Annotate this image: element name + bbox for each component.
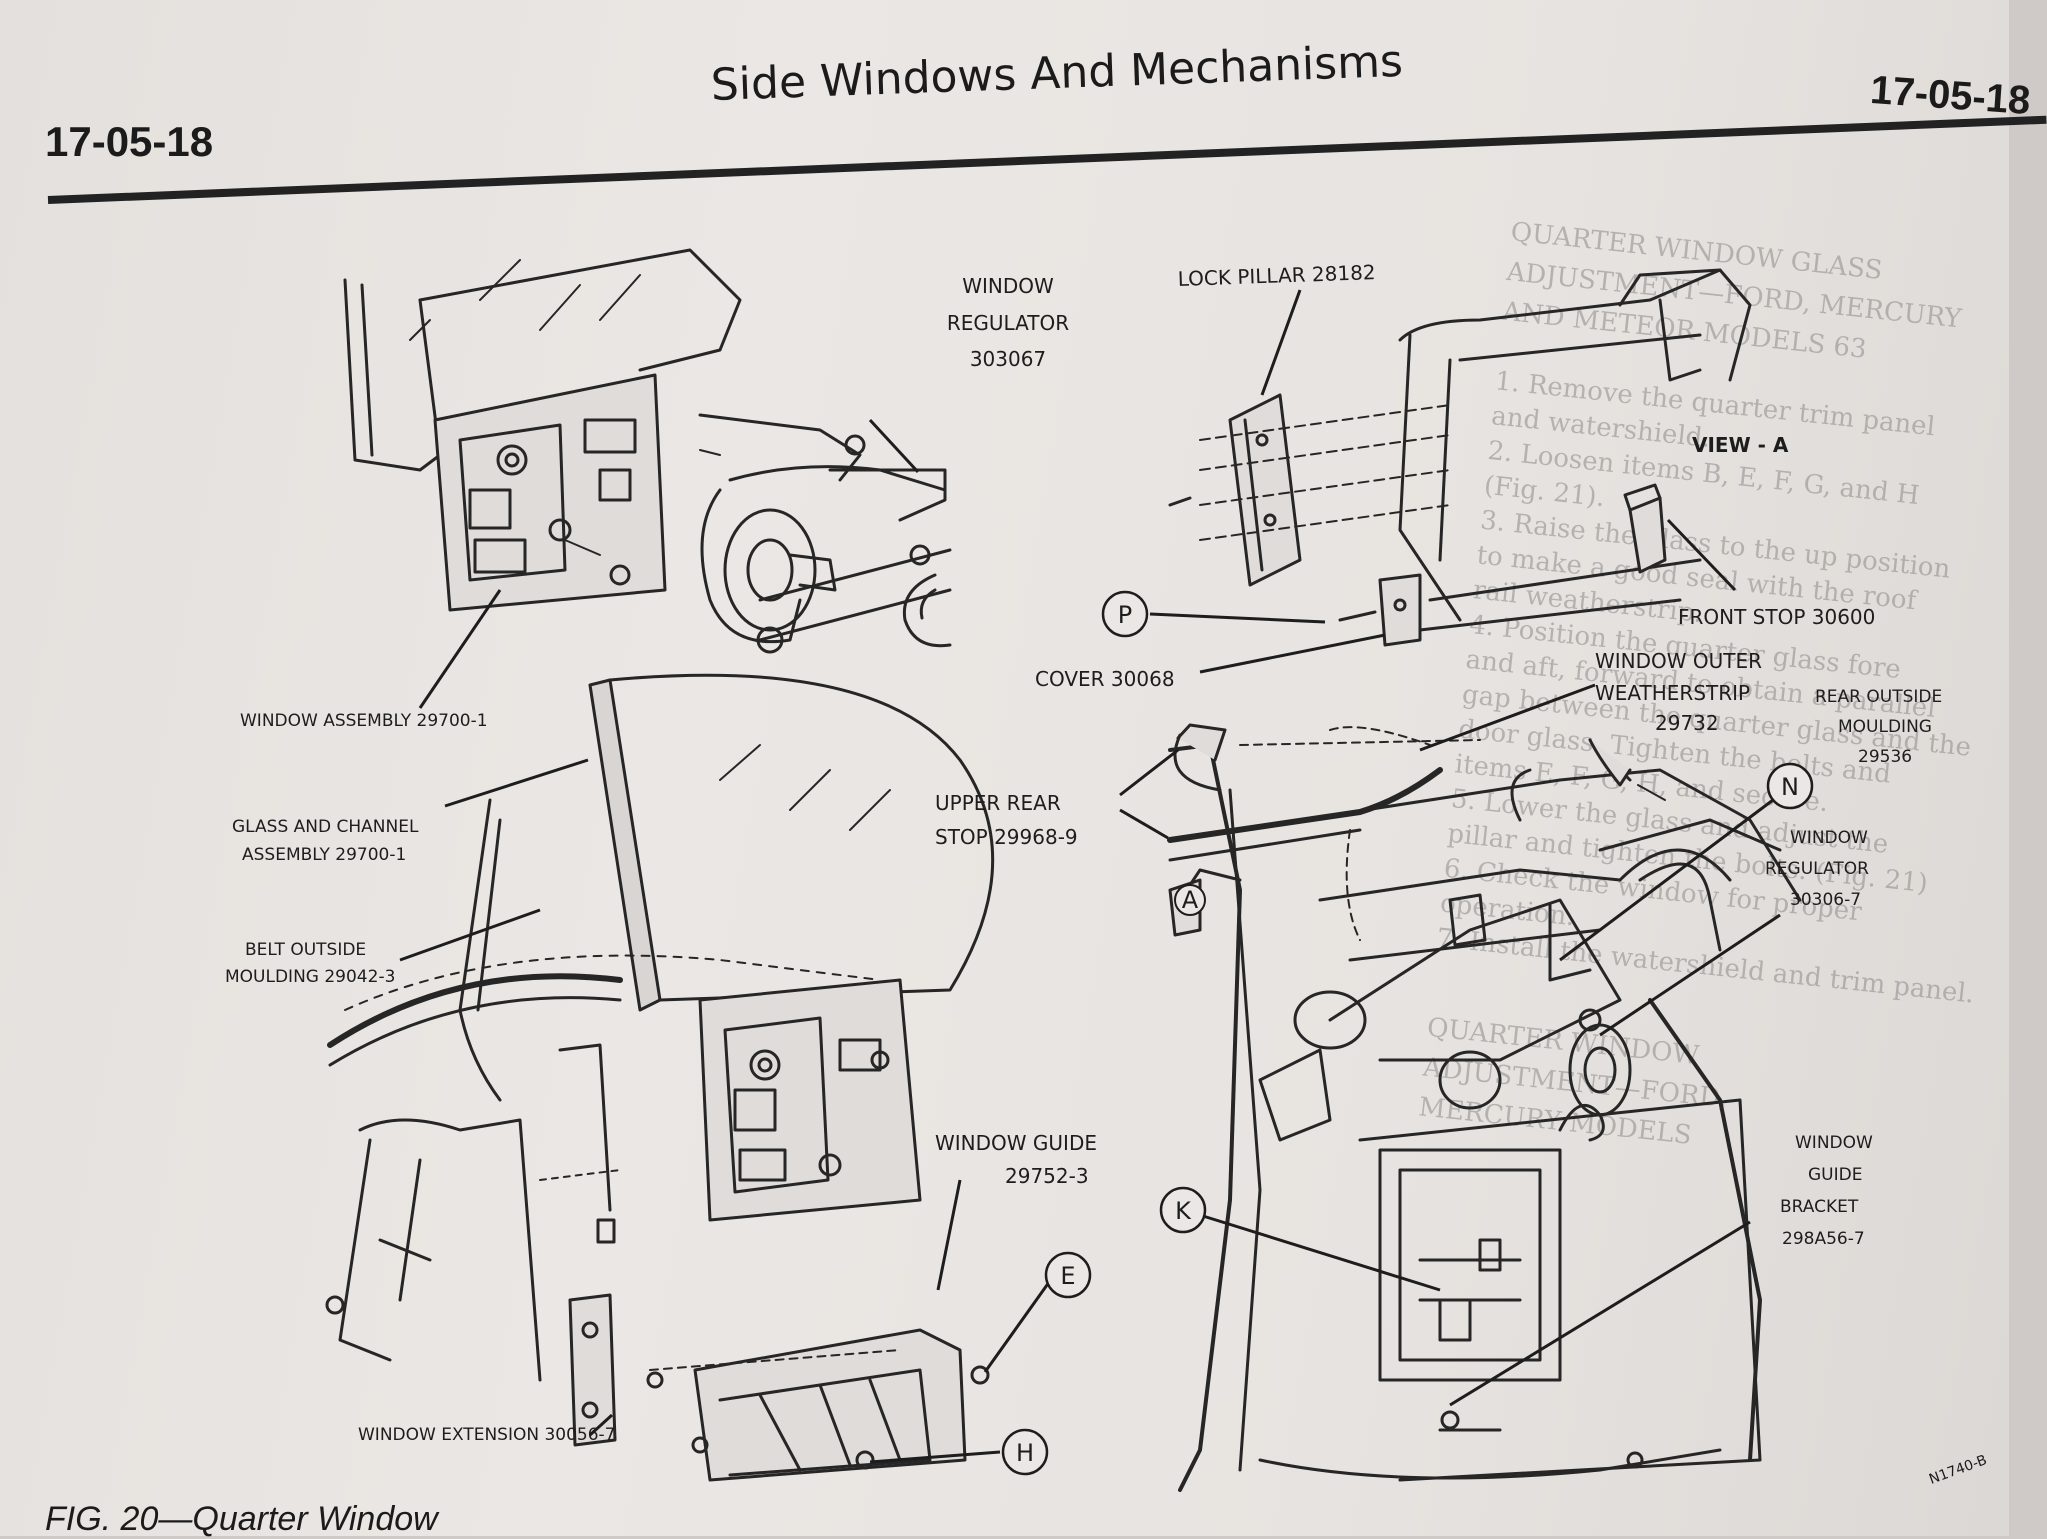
exploded-diagram: QUARTER WINDOW GLASS ADJUSTMENT—FORD, ME… — [225, 217, 1976, 1492]
label-line: 303067 — [970, 347, 1046, 371]
label-line: REAR OUTSIDE — [1815, 687, 1942, 707]
callout-n: N — [1766, 762, 1814, 810]
callout-labels: WINDOW REGULATOR 303067 LOCK PILLAR 2818… — [225, 260, 1942, 1445]
label-upper-rear-stop: UPPER REAR STOP 29968-9 — [935, 791, 1078, 849]
callout-a-letter: A — [1182, 886, 1199, 914]
leader-lock-pillar — [1260, 289, 1302, 396]
callout-k-letter: K — [1175, 1197, 1192, 1225]
label-line: 29536 — [1858, 747, 1912, 767]
callout-n-letter: N — [1781, 773, 1799, 801]
leader-h — [869, 1450, 1001, 1464]
label-line: WINDOW GUIDE — [935, 1131, 1097, 1155]
label-line: 29732 — [1655, 711, 1719, 735]
letter-callouts: P N A K E H — [1001, 590, 1814, 1476]
label-line: GUIDE — [1808, 1165, 1862, 1185]
leader-belt-moulding — [399, 908, 541, 962]
label-line: ASSEMBLY 29700-1 — [242, 845, 406, 865]
label-lock-pillar: LOCK PILLAR 28182 — [1177, 260, 1376, 291]
label-cover: COVER 30068 — [1035, 667, 1175, 691]
label-line: STOP 29968-9 — [935, 825, 1078, 849]
label-window-guide: WINDOW GUIDE 29752-3 — [935, 1131, 1097, 1188]
label-line: WEATHERSTRIP — [1595, 681, 1750, 705]
label-line: REGULATOR — [1765, 859, 1869, 879]
label-line: 30306-7 — [1790, 890, 1861, 910]
figure-caption: FIG. 20—Quarter Window — [45, 1500, 438, 1538]
leader-n — [1559, 798, 1774, 962]
label-line: BELT OUTSIDE — [245, 940, 366, 960]
leader-cover — [1199, 633, 1386, 674]
label-line: 298A56-7 — [1782, 1229, 1865, 1249]
callout-e: E — [1044, 1251, 1092, 1299]
window-regulator-top-drawing — [698, 413, 952, 654]
lock-pillar-drawing — [1168, 268, 1752, 647]
label-window-guide-bracket: WINDOW GUIDE BRACKET 298A56-7 — [1780, 1133, 1873, 1249]
leader-front-stop — [1666, 518, 1737, 592]
label-line: WINDOW OUTER — [1595, 649, 1762, 673]
leader-p — [1149, 612, 1326, 624]
label-line: REGULATOR — [947, 311, 1069, 335]
label-window-extension: WINDOW EXTENSION 30056-7 — [358, 1425, 616, 1445]
label-glass-and-channel: GLASS AND CHANNEL ASSEMBLY 29700-1 — [232, 817, 419, 865]
callout-e-letter: E — [1060, 1262, 1075, 1290]
leader-lines — [399, 289, 1781, 1464]
label-window-outer-weatherstrip: WINDOW OUTER WEATHERSTRIP 29732 — [1595, 649, 1762, 735]
leader-window-guide — [936, 1179, 962, 1291]
label-line: GLASS AND CHANNEL — [232, 817, 419, 837]
leader-upper-rear-stop-2 — [1119, 808, 1169, 840]
label-line: MOULDING 29042-3 — [225, 967, 395, 987]
leader-upper-rear-stop — [1119, 748, 1179, 797]
label-window-regulator-right: WINDOW REGULATOR 30306-7 — [1765, 828, 1869, 910]
label-belt-outside-moulding: BELT OUTSIDE MOULDING 29042-3 — [225, 940, 395, 987]
leader-window-assembly — [418, 589, 502, 709]
glass-and-channel-drawing — [325, 673, 995, 1482]
leader-k — [1202, 1214, 1441, 1292]
leader-window-regulator-top — [868, 418, 920, 474]
label-window-assembly: WINDOW ASSEMBLY 29700-1 — [240, 711, 488, 731]
leader-weatherstrip — [1419, 683, 1596, 752]
label-line: WINDOW — [1790, 828, 1868, 848]
leader-glass-and-channel — [444, 758, 589, 808]
label-front-stop: FRONT STOP 30600 — [1678, 605, 1875, 629]
leader-window-extension — [588, 1413, 614, 1437]
label-line: WINDOW — [1795, 1133, 1873, 1153]
label-line: 29752-3 — [1005, 1164, 1089, 1188]
label-line: MOULDING — [1838, 717, 1932, 737]
label-line: BRACKET — [1780, 1197, 1859, 1217]
label-rear-outside-moulding: REAR OUTSIDE MOULDING 29536 — [1815, 687, 1942, 767]
leader-window-regulator-right — [1599, 913, 1781, 1037]
callout-a: A — [1174, 884, 1206, 916]
page-number-left: 17-05-18 — [45, 118, 214, 165]
window-assembly-drawing — [343, 248, 742, 612]
leader-guide-bracket — [1449, 1220, 1751, 1407]
label-line: UPPER REAR — [935, 791, 1061, 815]
callout-p: P — [1101, 590, 1149, 638]
callout-p-letter: P — [1118, 601, 1132, 629]
label-window-regulator-top: WINDOW REGULATOR 303067 — [947, 274, 1069, 371]
callout-h-letter: H — [1016, 1439, 1034, 1467]
label-view-a: VIEW - A — [1692, 433, 1789, 457]
callout-h: H — [1001, 1428, 1049, 1476]
callout-k: K — [1159, 1186, 1207, 1234]
label-line: WINDOW — [962, 274, 1054, 298]
leader-e — [983, 1277, 1054, 1373]
